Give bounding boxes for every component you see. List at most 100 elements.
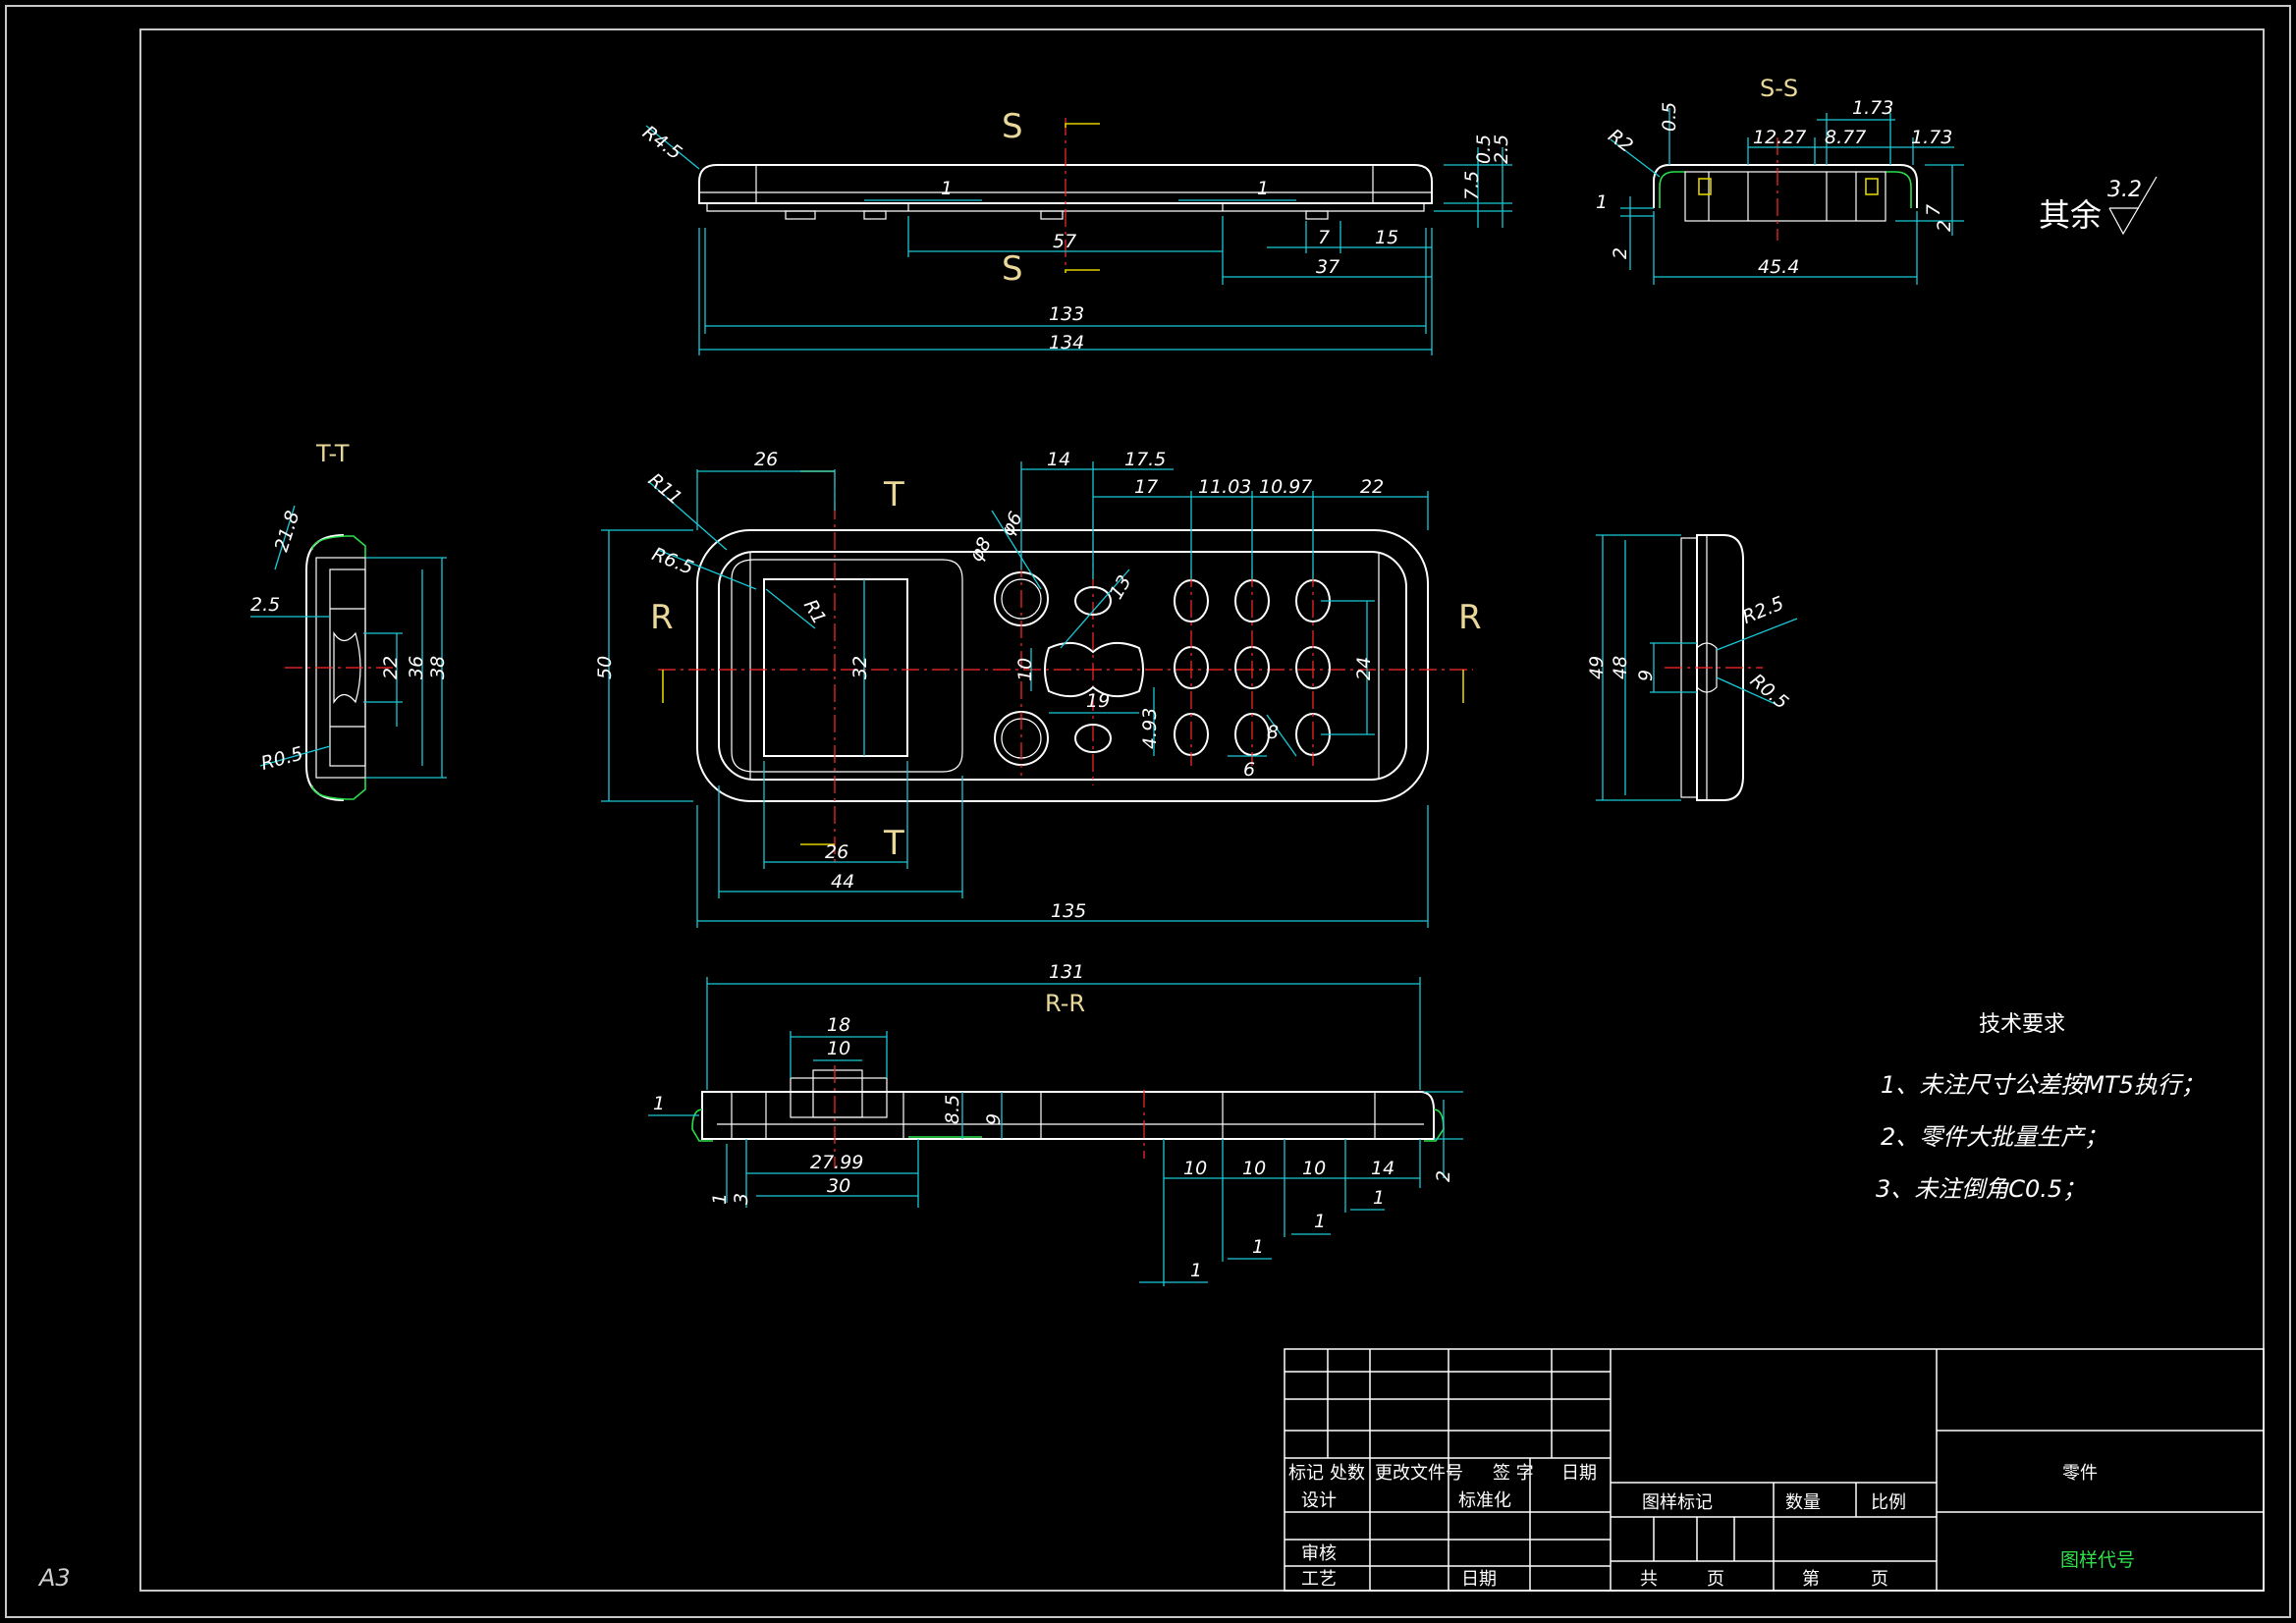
tt-dim-2-5: 2.5 xyxy=(250,594,280,616)
tb-pattern-mark: 图样标记 xyxy=(1642,1492,1713,1513)
rr-step-1-d: 1 xyxy=(1190,1260,1202,1281)
ss-dim-r2: R2 xyxy=(1604,125,1636,157)
rr-dim-9: 9 xyxy=(983,1113,1005,1125)
tb-nth: 第 xyxy=(1802,1569,1820,1590)
tt-section: T-T 22 36 38 2.5 21.8 R0.5 xyxy=(250,440,449,801)
tb-standardize: 标准化 xyxy=(1458,1490,1511,1511)
front-dim-11-03: 11.03 xyxy=(1198,476,1251,498)
ss-dim-0-5: 0.5 xyxy=(1659,102,1680,132)
dim-57: 57 xyxy=(1053,231,1076,252)
rr-section: R-R 131 18 10 1 8.5 9 27.99 xyxy=(648,961,1463,1286)
front-dim-phi6: φ6 xyxy=(996,509,1026,540)
front-dim-17-5: 17.5 xyxy=(1124,449,1166,470)
ss-dim-45-4: 45.4 xyxy=(1758,256,1799,278)
dim-37: 37 xyxy=(1316,256,1339,278)
top-view: S S 133 134 57 37 7 15 1 1 R4.5 7.5 0.5 xyxy=(638,107,1512,355)
front-dim-22: 22 xyxy=(1360,476,1384,498)
front-dim-26-bottom: 26 xyxy=(825,841,848,863)
dim-0-5-top: 0.5 xyxy=(1473,135,1495,164)
front-dim-24: 24 xyxy=(1353,657,1375,680)
rr-dim-131: 131 xyxy=(1049,961,1084,983)
side-view: 49 48 9 R2.5 R0.5 xyxy=(1586,534,1798,801)
rr-dim-10-a: 10 xyxy=(1183,1158,1207,1179)
rr-dim-10: 10 xyxy=(827,1038,850,1059)
front-dim-19: 19 xyxy=(1086,690,1110,712)
front-dim-32: 32 xyxy=(849,656,871,679)
tt-title: T-T xyxy=(315,440,350,467)
inner-frame xyxy=(139,28,2265,1592)
front-dim-r1: R1 xyxy=(799,596,831,628)
side-dim-r0-5: R0.5 xyxy=(1746,670,1792,714)
ss-dim-1: 1 xyxy=(1596,191,1608,213)
tb-header-change-doc: 更改文件号 xyxy=(1375,1463,1463,1484)
rr-dim-18: 18 xyxy=(827,1014,850,1036)
rr-dim-3: 3 xyxy=(731,1193,752,1205)
dim-15-top: 15 xyxy=(1375,227,1398,248)
side-dim-r2-5: R2.5 xyxy=(1739,592,1787,628)
rr-dim-1-vert: 1 xyxy=(709,1193,731,1205)
sheet-size-label: A3 xyxy=(37,1564,71,1592)
front-dim-phi8: φ8 xyxy=(965,534,996,566)
tt-dim-22: 22 xyxy=(380,656,402,679)
ss-section: S-S 45.4 12.27 8.77 1.73 1.73 7 2 xyxy=(1596,75,1964,285)
tt-dim-r0-5: R0.5 xyxy=(258,742,305,774)
rr-dim-27-99: 27.99 xyxy=(810,1152,863,1173)
top-section-s-upper: S xyxy=(1002,107,1023,146)
ss-dim-2a: 2 xyxy=(1610,247,1631,259)
tt-dim-36: 36 xyxy=(406,656,427,679)
tb-total: 共 xyxy=(1640,1569,1658,1590)
rr-step-1-a: 1 xyxy=(1373,1187,1385,1209)
tech-requirement-item-2: 2、零件大批量生产； xyxy=(1881,1123,2108,1151)
tb-page-1: 页 xyxy=(1707,1569,1724,1590)
dim-1-top-b: 1 xyxy=(1257,178,1269,199)
top-section-s-lower: S xyxy=(1002,249,1023,289)
front-dim-r6-5: R6.5 xyxy=(649,543,697,579)
front-dim-135: 135 xyxy=(1051,900,1086,922)
front-dim-14: 14 xyxy=(1047,449,1070,470)
side-dim-49: 49 xyxy=(1586,656,1608,679)
roughness-label: 其余 xyxy=(2039,196,2102,234)
side-dim-48: 48 xyxy=(1610,656,1631,679)
tech-requirements-title: 技术要求 xyxy=(1979,1012,2066,1037)
front-dim-4-93: 4.93 xyxy=(1139,708,1161,749)
ss-dim-8-77: 8.77 xyxy=(1825,127,1866,148)
rr-dim-2: 2 xyxy=(1433,1170,1454,1182)
front-dim-8: 8 xyxy=(1267,722,1279,743)
roughness-value: 3.2 xyxy=(2107,178,2142,202)
front-section-t-bottom: T xyxy=(883,824,904,863)
ss-dim-7: 7 xyxy=(1923,204,1944,216)
front-dim-r11: R11 xyxy=(644,469,686,510)
front-section-t-top: T xyxy=(883,475,904,514)
rr-dim-10-b: 10 xyxy=(1242,1158,1266,1179)
tb-quantity: 数量 xyxy=(1785,1492,1821,1513)
ss-dim-2b: 2 xyxy=(1934,220,1955,232)
ss-dim-1-73-b: 1.73 xyxy=(1911,127,1952,148)
tb-header-mark: 标记 xyxy=(1288,1463,1324,1484)
front-section-r-right: R xyxy=(1458,598,1482,637)
rr-step-1-b: 1 xyxy=(1314,1211,1326,1232)
dim-7-top: 7 xyxy=(1318,227,1330,248)
front-dim-10: 10 xyxy=(1014,658,1036,681)
front-section-r-left: R xyxy=(650,598,674,637)
tb-scale: 比例 xyxy=(1871,1492,1906,1513)
front-dim-44: 44 xyxy=(831,871,854,893)
ss-dim-1-73-a: 1.73 xyxy=(1852,97,1893,119)
tt-dim-21-8: 21.8 xyxy=(271,509,304,555)
tb-process: 工艺 xyxy=(1301,1569,1337,1590)
front-dim-50: 50 xyxy=(594,656,616,679)
rr-dim-10-c: 10 xyxy=(1302,1158,1326,1179)
front-dim-17: 17 xyxy=(1134,476,1158,498)
front-view: R R T T 135 xyxy=(594,449,1482,928)
roughness-symbol: 其余 3.2 xyxy=(2039,176,2158,236)
rr-dim-14: 14 xyxy=(1371,1158,1394,1179)
rr-step-1-c: 1 xyxy=(1252,1236,1264,1258)
dim-7-5: 7.5 xyxy=(1461,171,1483,200)
tb-design: 设计 xyxy=(1301,1490,1337,1511)
front-dim-6: 6 xyxy=(1243,759,1255,781)
dim-r45: R4.5 xyxy=(638,122,685,164)
tb-review: 审核 xyxy=(1301,1543,1337,1564)
tb-header-date: 日期 xyxy=(1561,1463,1597,1484)
front-dim-10-97: 10.97 xyxy=(1259,476,1312,498)
dim-1-top-a: 1 xyxy=(941,178,953,199)
outer-frame xyxy=(5,5,2291,1618)
